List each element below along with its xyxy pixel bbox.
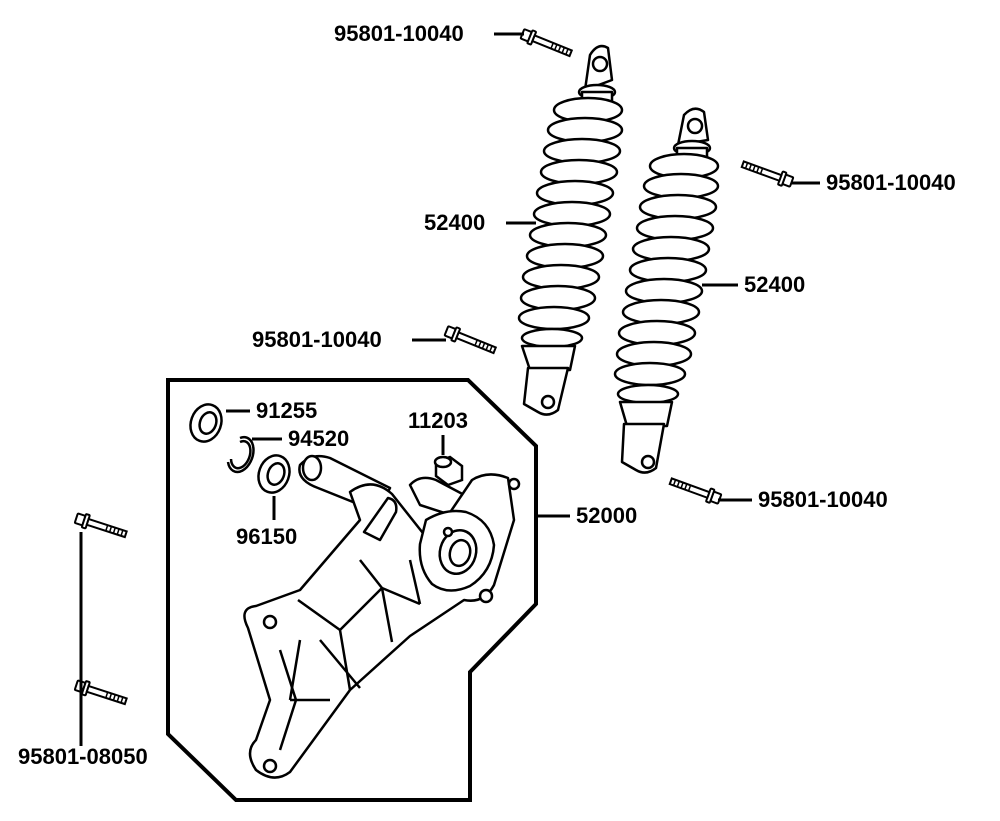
- oil-seal: [189, 403, 223, 443]
- collar: [433, 455, 464, 487]
- bolt-lower-right: [667, 473, 724, 507]
- label-bolt-top-right: 95801-10040: [826, 170, 956, 195]
- label-bolt-lower-right: 95801-10040: [758, 487, 888, 512]
- label-circlip: 94520: [288, 426, 350, 451]
- shock-absorber-left: [517, 44, 624, 416]
- leader-lines: [79, 32, 820, 746]
- bolt-mid-left: [442, 323, 499, 358]
- shock-absorber-right: [613, 107, 720, 474]
- label-bearing: 96150: [236, 524, 298, 549]
- label-bolt-mid-left: 95801-10040: [252, 327, 382, 352]
- circlip: [226, 435, 255, 474]
- rear-arm-bracket: [243, 454, 521, 779]
- label-collar: 11203: [408, 408, 468, 433]
- bearing: [257, 454, 291, 494]
- label-arm-assembly: 52000: [576, 503, 638, 528]
- label-bolt-top-left: 95801-10040: [334, 21, 464, 46]
- label-shock-left: 52400: [424, 210, 486, 235]
- bolt-top-right: [739, 156, 796, 190]
- label-shock-right: 52400: [744, 272, 806, 297]
- label-bolt-far-left: 95801-08050: [18, 744, 148, 769]
- bolt-top-left: [518, 26, 575, 61]
- label-oil-seal: 91255: [256, 398, 318, 423]
- assembly-group-outline: [166, 378, 538, 802]
